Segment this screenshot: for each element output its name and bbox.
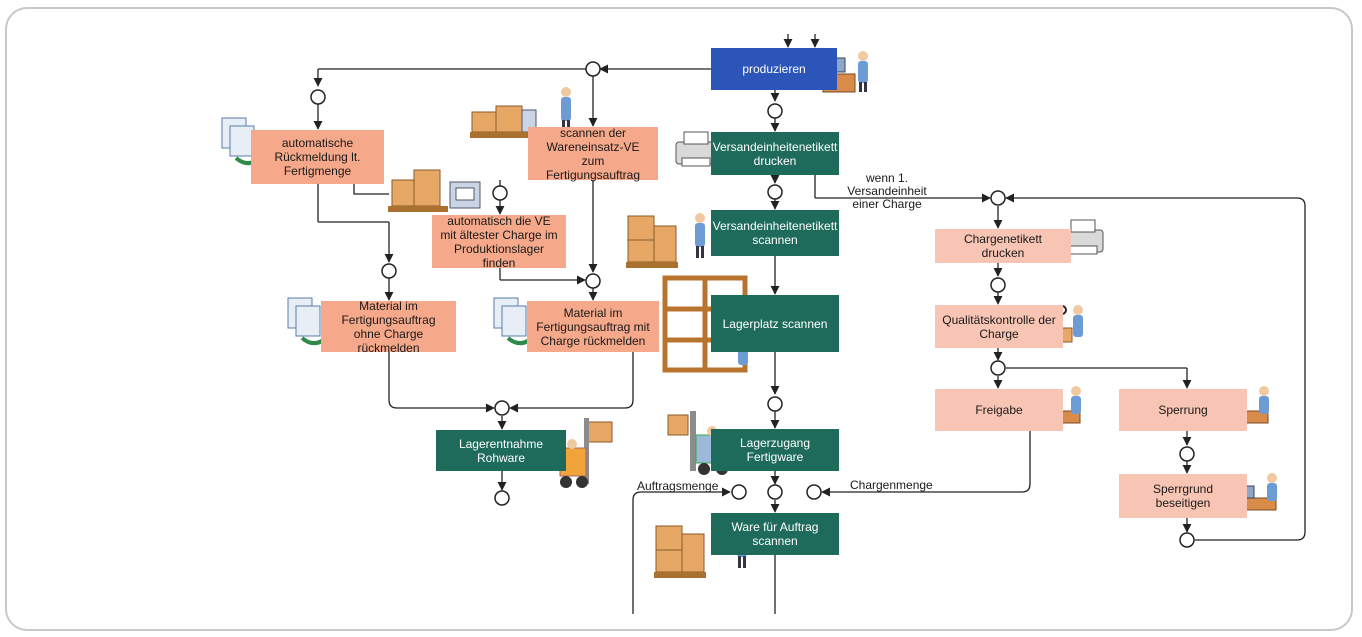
junction-circle (990, 360, 1006, 376)
step-scannen-wareneinsatz: scannen der Wareneinsatz-VE zum Fertigun… (528, 126, 658, 182)
junction-circle (381, 263, 397, 279)
junction-circle (1179, 446, 1195, 462)
step-material-ohne-charge: Material im Fertigungsauftrag ohne Charg… (321, 299, 456, 355)
step-ve-etikett-scannen: Versandeinheitenetikett scannen (711, 210, 839, 256)
worker-icon (470, 87, 571, 138)
junction-circle (990, 190, 1006, 206)
edge-label-wenn-erste-ve: wenn 1. Versandeinheit einer Charge (847, 171, 927, 211)
junction-circle (767, 103, 783, 119)
step-qualitaetskontrolle: Qualitätskontrolle der Charge (935, 305, 1063, 348)
junction-circle (767, 484, 783, 500)
step-freigabe: Freigabe (935, 389, 1063, 431)
junction-circle (494, 400, 510, 416)
step-sperrgrund-beseitigen: Sperrgrund beseitigen (1119, 474, 1247, 518)
junction-circle (494, 490, 510, 506)
step-ware-fuer-auftrag: Ware für Auftrag scannen (711, 513, 839, 555)
worker-icons (221, 51, 1277, 578)
step-auto-rueckmeldung: automatische Rückmeldung lt. Fertigmenge (251, 130, 384, 184)
step-auto-ve-finden: automatisch die VE mit ältester Charge i… (432, 214, 566, 270)
step-material-mit-charge: Material im Fertigungsauftrag mit Charge… (527, 301, 659, 352)
junction-circle (492, 185, 508, 201)
edge-label-chargenmenge: Chargenmenge (850, 478, 933, 492)
printer-icon (1062, 219, 1104, 255)
step-ve-etikett-drucken: Versandeinheitenetikett drucken (711, 132, 839, 175)
printer-icon (675, 131, 717, 167)
document-icon (287, 297, 332, 346)
junction-circle (585, 273, 601, 289)
forklift-icon (559, 418, 613, 488)
worker-icon (654, 523, 747, 578)
junction-circle (990, 277, 1006, 293)
junction-circle (767, 184, 783, 200)
junction-circle (310, 89, 326, 105)
junction-circle (806, 484, 822, 500)
edge-label-auftragsmenge: Auftragsmenge (637, 479, 719, 493)
step-sperrung: Sperrung (1119, 389, 1247, 431)
step-lagerzugang-fertigware: Lagerzugang Fertigware (711, 429, 839, 471)
connector-lines (313, 34, 1306, 614)
junction-circle (767, 396, 783, 412)
step-lagerplatz-scannen: Lagerplatz scannen (711, 295, 839, 352)
junction-circle (731, 484, 747, 500)
step-produzieren: produzieren (711, 48, 837, 90)
worker-icon (388, 169, 481, 212)
junction-circle (1179, 532, 1195, 548)
step-chargenetikett-drucken: Chargenetikett drucken (935, 229, 1071, 263)
junction-circles (310, 61, 1195, 548)
step-lagerentnahme-rohware: Lagerentnahme Rohware (436, 430, 566, 471)
junction-circle (585, 61, 601, 77)
worker-icon (626, 213, 705, 268)
